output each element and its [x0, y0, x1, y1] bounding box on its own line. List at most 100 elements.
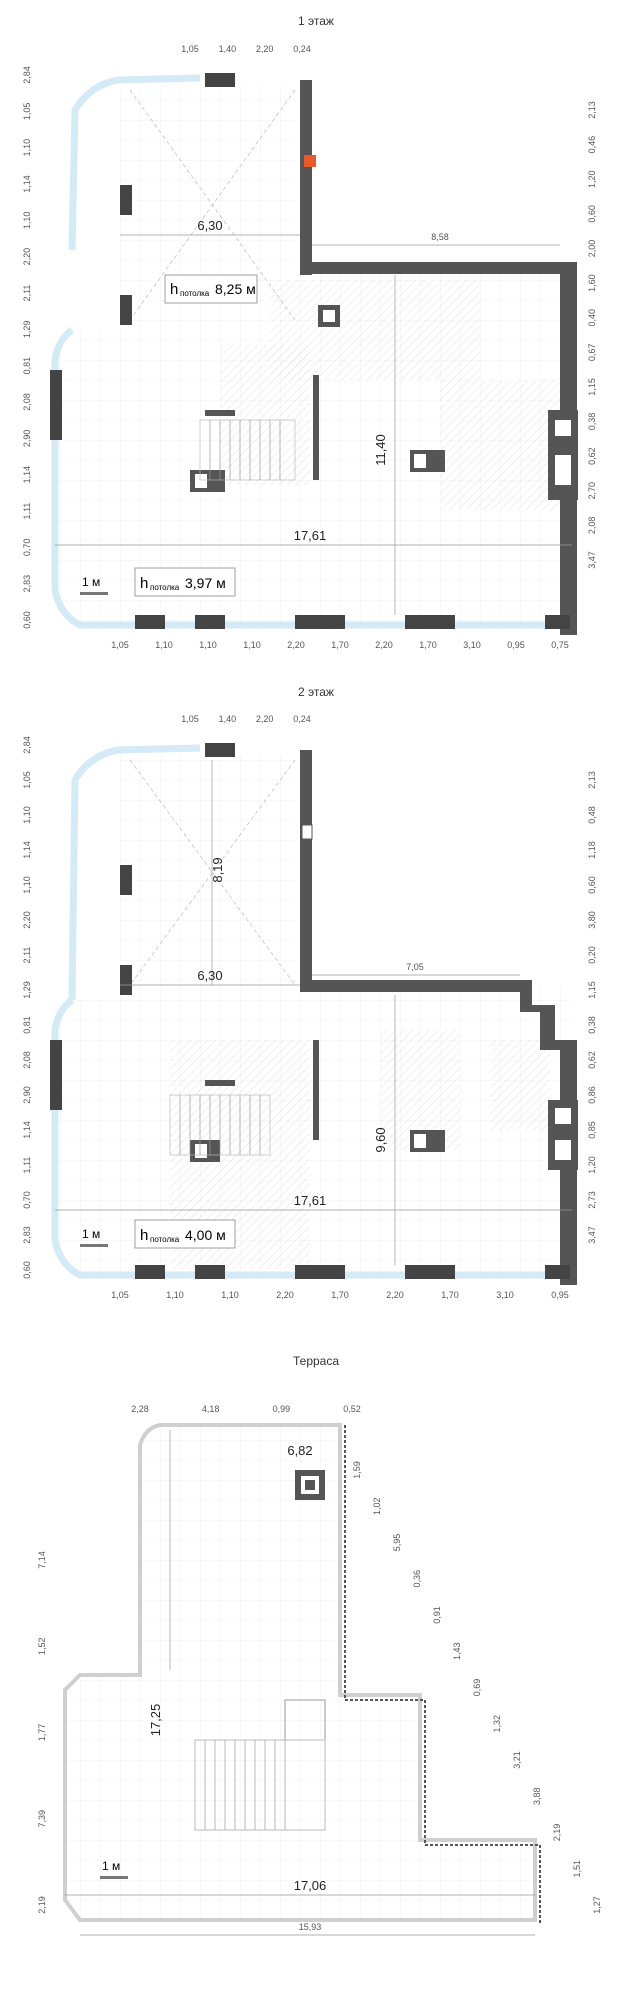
dimension-label: 2,90 — [22, 1086, 32, 1104]
floor-1-hatch-b — [440, 380, 560, 510]
dimension-label: 1,10 — [166, 1290, 184, 1300]
floor-1-title: 1 этаж — [298, 14, 334, 28]
floor-2-scale-label: 1 м — [82, 1227, 100, 1241]
floor-1-ledge — [205, 410, 235, 416]
terrace-dim-a: 6,82 — [287, 1443, 312, 1458]
terrace-floor — [63, 1423, 537, 1922]
terrace-dim-c: 17,06 — [294, 1878, 327, 1893]
floor-1-ceiling-box-b — [134, 567, 236, 597]
dimension-label: 1,40 — [219, 44, 237, 54]
floor-2-plan: 2 этаж — [22, 685, 597, 1300]
floor-2-void-diagonal-a — [129, 759, 296, 986]
dimension-label: 1,20 — [587, 1156, 597, 1174]
dimension-label: 1,14 — [22, 175, 32, 193]
floor-1-ceiling-h-a: h — [170, 281, 178, 298]
floor-1-plan: 1 этаж — [22, 14, 597, 650]
dimension-label: 1,05 — [22, 103, 32, 121]
floor-1-pier-left-c — [50, 370, 62, 440]
floor-2-pier-bottom-c — [295, 1265, 345, 1279]
dimension-label: 0,48 — [587, 806, 597, 824]
dimension-label: 1,60 — [587, 274, 597, 292]
floor-1-pier-left-b — [120, 295, 132, 325]
floor-1-wall-core — [300, 80, 312, 275]
floor-2-pier-bottom-e — [545, 1265, 570, 1279]
dimension-label: 0,36 — [412, 1570, 422, 1588]
floor-1-pier-bottom-a — [135, 615, 165, 629]
dimension-label: 2,20 — [375, 640, 393, 650]
dimension-label: 1,10 — [243, 640, 261, 650]
dimension-label: 2,20 — [256, 714, 274, 724]
dimension-label: 0,62 — [587, 447, 597, 465]
floor-2-pier-bottom-b — [195, 1265, 225, 1279]
terrace-stairs — [194, 1699, 326, 1831]
floor-1-ceiling-sub-a: потолка — [180, 289, 210, 298]
dimension-label: 1,10 — [22, 212, 32, 230]
dimension-label: 2,20 — [22, 248, 32, 266]
dimension-label: 0,60 — [587, 876, 597, 894]
dimension-label: 0,52 — [343, 1404, 361, 1414]
dimension-label: 0,67 — [587, 344, 597, 362]
dimension-label: 3,47 — [587, 1226, 597, 1244]
floor-2-dim-c: 7,05 — [406, 962, 424, 972]
floor-2-ceiling-value: 4,00 м — [185, 1227, 226, 1243]
floor-1-void-diagonal-b — [129, 89, 296, 321]
dimension-label: 1,40 — [219, 714, 237, 724]
floor-2-pier-left-c — [50, 1040, 62, 1110]
floor-1-ceiling-value-a: 8,25 м — [215, 281, 256, 297]
dimension-label: 1,59 — [352, 1461, 362, 1479]
dimension-label: 0,81 — [22, 1016, 32, 1034]
dimension-label: 2,08 — [22, 393, 32, 411]
dimension-label: 4,18 — [202, 1404, 220, 1414]
dimension-label: 1,15 — [587, 981, 597, 999]
dimension-label: 2,13 — [587, 771, 597, 789]
dimension-label: 0,69 — [472, 1679, 482, 1697]
floor-1-pier-bottom-d — [405, 615, 455, 629]
floor-2-pier-bottom-a — [135, 1265, 165, 1279]
floor-2-dim-b: 8,19 — [210, 857, 225, 882]
dimension-label: 3,80 — [587, 911, 597, 929]
dimension-label: 1,52 — [37, 1637, 47, 1655]
floor-1-pier-top — [205, 73, 235, 87]
dimension-label: 0,85 — [587, 1121, 597, 1139]
floor-2-ledge — [205, 1080, 235, 1086]
dimension-label: 1,15 — [587, 378, 597, 396]
floor-2-pier-left-b — [120, 965, 132, 995]
dimension-label: 0,95 — [551, 1290, 569, 1300]
dimension-label: 1,14 — [22, 841, 32, 859]
terrace-parapet — [344, 1425, 541, 1925]
dimension-label: 1,11 — [22, 1157, 32, 1174]
dimension-label: 2,20 — [22, 911, 32, 929]
dimension-label: 0,38 — [587, 413, 597, 431]
dimension-label: 1,70 — [419, 640, 437, 650]
dimension-label: 2,28 — [131, 1404, 149, 1414]
dimension-label: 1,10 — [199, 640, 217, 650]
floor-1-shaft-a — [555, 420, 571, 436]
terrace-dim-d: 15,93 — [299, 1922, 322, 1932]
floor-2-void-diagonal-b — [129, 759, 296, 986]
dimension-label: 1,29 — [22, 321, 32, 339]
floor-2-title: 2 этаж — [298, 685, 334, 699]
dimension-label: 1,05 — [181, 44, 199, 54]
floor-1-drain-b — [414, 454, 426, 468]
floor-1-ceiling-sub-b: потолка — [150, 583, 180, 592]
dimension-label: 2,84 — [22, 66, 32, 84]
dimension-label: 0,75 — [551, 640, 569, 650]
floor-1-ceiling-h-b: h — [140, 575, 148, 592]
floor-1-pier-bottom-b — [195, 615, 225, 629]
floor-2-shaft-b — [555, 1140, 571, 1160]
terrace-scale-bar — [100, 1876, 128, 1879]
dimension-label: 0,70 — [22, 539, 32, 557]
dimension-label: 1,05 — [181, 714, 199, 724]
dimension-label: 0,38 — [587, 1016, 597, 1034]
dimension-label: 1,10 — [155, 640, 173, 650]
dimension-label: 1,70 — [441, 1290, 459, 1300]
dimension-label: 1,77 — [37, 1724, 47, 1742]
dimension-label: 5,95 — [392, 1534, 402, 1552]
floor-2-wall-core — [300, 750, 312, 990]
dimension-label: 2,13 — [587, 101, 597, 119]
dimension-label: 0,60 — [587, 205, 597, 223]
floor-1-drain-c — [323, 310, 335, 322]
dimension-label: 2,11 — [22, 285, 32, 302]
terrace-plan: Терраса 6,82 17,25 17,06 15,93 1 м 2, — [37, 1354, 602, 1936]
